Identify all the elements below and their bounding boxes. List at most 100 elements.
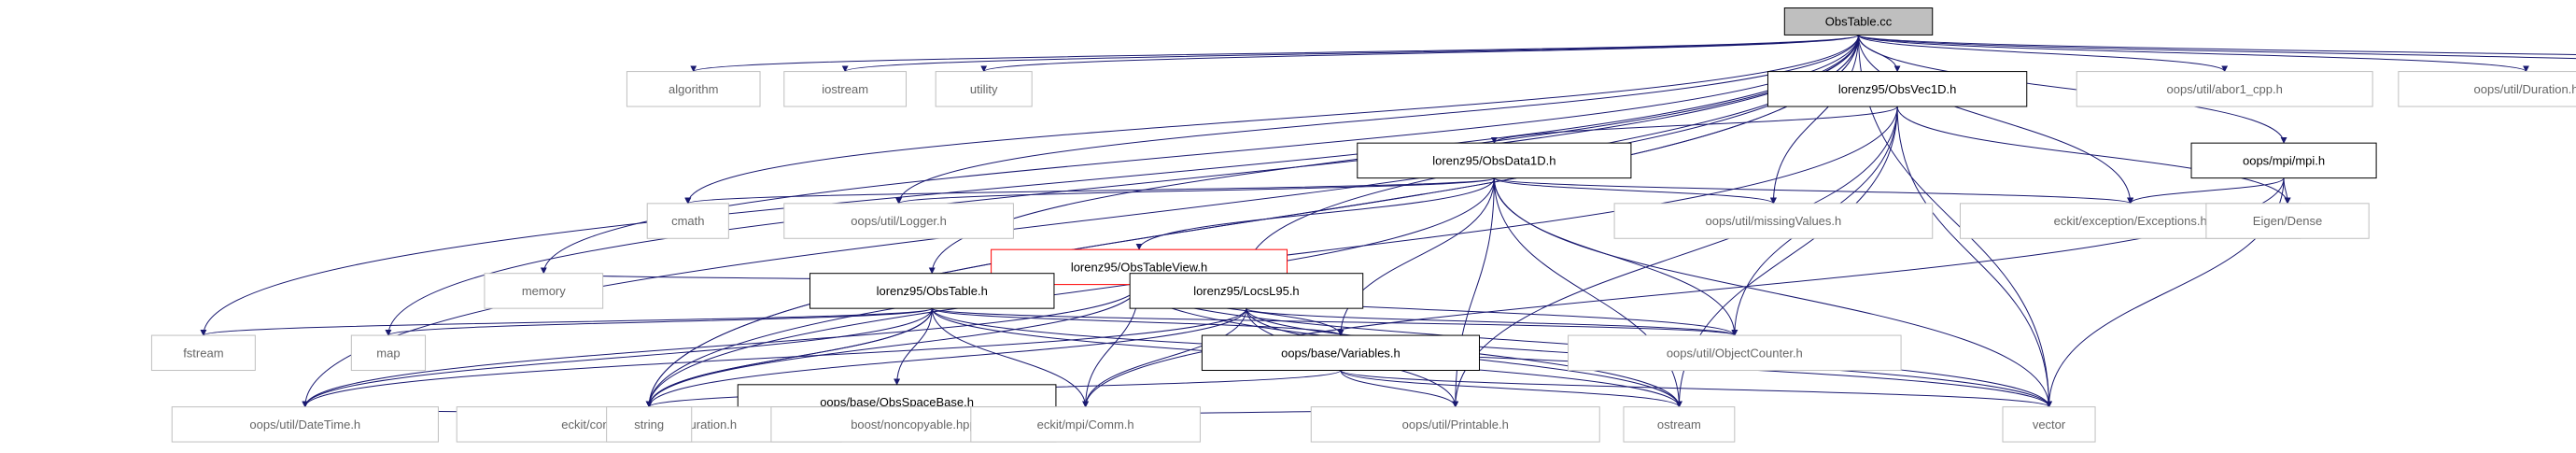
edge-obstable_cc-to-map — [385, 35, 1860, 336]
node-label: oops/base/Variables.h — [1281, 346, 1401, 360]
node-box — [2002, 406, 2096, 443]
node-label: Eigen/Dense — [2253, 214, 2322, 228]
node-label: oops/util/DateTime.h — [249, 418, 360, 432]
node-box — [783, 71, 908, 107]
node-box — [1623, 406, 1736, 443]
edge-obsdata1d_h-to-printable_h — [1452, 177, 1495, 408]
edge-locsl95_h-to-string — [645, 308, 1247, 408]
node-mpi_h[interactable]: oops/mpi/mpi.h — [2190, 142, 2377, 179]
node-box — [1201, 334, 1480, 372]
edge-obstable_cc-to-algorithm — [690, 34, 1860, 73]
edge-obstable_h-to-vector — [931, 308, 2052, 408]
node-obstable_cc[interactable]: ObsTable.cc — [1783, 7, 1934, 35]
node-label: lorenz95/ObsTableView.h — [1071, 260, 1207, 274]
node-label: memory — [522, 284, 566, 298]
nodes-layer: ObsTable.cc algorithm iostream utility loren… — [150, 7, 2576, 443]
node-printable_h: oops/util/Printable.h — [1310, 406, 1600, 443]
edge-obstable_cc-to-fstream — [200, 35, 1860, 336]
node-box — [606, 406, 693, 443]
edge-variables_h-to-vector — [1340, 370, 2052, 408]
node-box — [626, 71, 761, 107]
edge-obstable_h-to-datetime_h — [302, 308, 933, 408]
node-eigendense: Eigen/Dense — [2205, 203, 2370, 239]
node-label: algorithm — [669, 82, 718, 96]
node-box — [1357, 142, 1632, 179]
node-ostream: ostream — [1623, 406, 1736, 443]
node-label: oops/util/Printable.h — [1402, 418, 1509, 432]
node-variables_h[interactable]: oops/base/Variables.h — [1201, 334, 1480, 372]
edge-obstable_cc-to-iostream — [841, 34, 1860, 73]
node-obsvec1d_h[interactable]: lorenz95/ObsVec1D.h — [1767, 71, 2028, 107]
edge-obstable_h-to-objectcounter_h — [931, 307, 1738, 336]
node-locsl95_h[interactable]: lorenz95/LocsL95.h — [1129, 273, 1364, 309]
node-utility: utility — [935, 71, 1033, 107]
node-label: vector — [2033, 418, 2066, 432]
edge-obsdata1d_h-to-obstableview_h — [1135, 177, 1495, 250]
node-label: eckit/mpi/Comm.h — [1037, 418, 1134, 432]
edge-obstable_h-to-variables_h — [931, 307, 1344, 336]
edge-obstable_h-to-map — [385, 307, 933, 336]
node-label: lorenz95/LocsL95.h — [1193, 284, 1299, 298]
edge-obsvec1d_h-to-eigendense — [1896, 106, 2291, 205]
node-memory: memory — [484, 273, 604, 309]
node-duration_h: oops/util/Duration.h — [2398, 71, 2576, 107]
node-label: oops/util/missingValues.h — [1706, 214, 1842, 228]
node-comm_h: eckit/mpi/Comm.h — [970, 406, 1201, 443]
edge-obstable_cc-to-duration_h — [1858, 34, 2529, 73]
node-box — [2398, 71, 2576, 107]
node-missingvalues_h: oops/util/missingValues.h — [1613, 203, 1934, 239]
node-label: fstream — [183, 346, 223, 360]
node-abor1_h: oops/util/abor1_cpp.h — [2076, 71, 2373, 107]
edge-obstable_cc-to-random_h — [1858, 34, 2576, 60]
node-box — [1568, 334, 1902, 372]
node-cmath: cmath — [646, 203, 729, 239]
node-label: string — [634, 418, 664, 432]
edge-obstable_cc-to-mpi_h — [1858, 35, 2287, 144]
node-label: ObsTable.cc — [1825, 14, 1893, 28]
node-label: cmath — [671, 214, 704, 228]
node-iostream: iostream — [783, 71, 908, 107]
edge-obstableview_h-to-datetime_h — [302, 284, 1140, 408]
edge-obstable_h-to-obsspacebase_h — [894, 308, 933, 386]
node-box — [150, 334, 256, 372]
node-box — [1129, 273, 1364, 309]
node-map: map — [350, 334, 427, 372]
node-label: map — [376, 346, 400, 360]
node-objectcounter_h: oops/util/ObjectCounter.h — [1568, 334, 1902, 372]
node-logger_h: oops/util/Logger.h — [783, 203, 1014, 239]
node-box — [2076, 71, 2373, 107]
node-box — [171, 406, 439, 443]
node-datetime_h: oops/util/DateTime.h — [171, 406, 439, 443]
edge-obsdata1d_h-to-logger_h — [895, 177, 1495, 205]
node-box — [1767, 71, 2028, 107]
node-label: lorenz95/ObsTable.h — [877, 284, 988, 298]
node-label: ostream — [1657, 418, 1701, 432]
edge-obstable_cc-to-cmath — [684, 35, 1860, 205]
edge-obsdata1d_h-to-missingvalues_h — [1493, 177, 1777, 205]
edge-obstable_h-to-string — [645, 308, 933, 408]
edge-obsdata1d_h-to-exceptions_h — [1493, 177, 2133, 205]
edge-locsl95_h-to-comm_h — [1082, 308, 1247, 408]
node-box — [1613, 203, 1934, 239]
edge-obstable_cc-to-missingvalues_h — [1769, 35, 1860, 205]
edge-obstable_h-to-comm_h — [931, 308, 1090, 408]
edge-locsl95_h-to-objectcounter_h — [1246, 307, 1738, 336]
node-vector: vector — [2002, 406, 2096, 443]
node-string: string — [606, 406, 693, 443]
node-label: oops/base/ObsSpaceBase.h — [820, 395, 974, 409]
node-label: iostream — [822, 82, 868, 96]
edge-obsdata1d_h-to-string — [645, 177, 1495, 408]
edge-mpi_h-to-exceptions_h — [2127, 177, 2285, 205]
edge-obsvec1d_h-to-printable_h — [1452, 106, 1898, 408]
node-label: oops/util/abor1_cpp.h — [2167, 82, 2283, 96]
edge-locsl95_h-to-datetime_h — [302, 308, 1247, 408]
node-obstable_h[interactable]: lorenz95/ObsTable.h — [809, 273, 1055, 309]
node-label: lorenz95/ObsVec1D.h — [1838, 82, 1956, 96]
node-box — [783, 203, 1014, 239]
node-box — [1783, 7, 1934, 35]
node-obsdata1d_h[interactable]: lorenz95/ObsData1D.h — [1357, 142, 1632, 179]
edge-obsdata1d_h-to-vector — [1493, 177, 2052, 408]
node-box — [2190, 142, 2377, 179]
edge-obstable_cc-to-logger_h — [895, 35, 1860, 205]
edge-variables_h-to-printable_h — [1340, 370, 1459, 408]
